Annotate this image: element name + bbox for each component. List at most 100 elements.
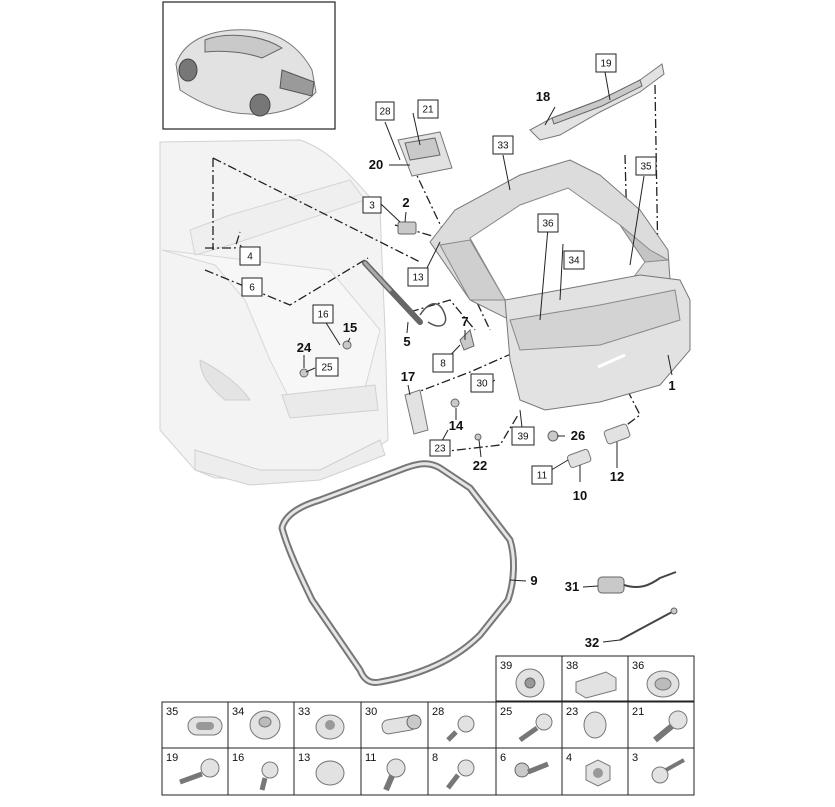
legend-pad-icon (575, 671, 617, 699)
seal-part (278, 460, 517, 686)
callout-6: 6 (241, 277, 263, 297)
svg-text:39: 39 (517, 432, 529, 443)
bumper-stop-parts (299, 340, 559, 442)
clip-part-7 (459, 329, 475, 351)
svg-text:11: 11 (537, 471, 548, 482)
legend-ball-stud-icon (514, 761, 549, 778)
svg-text:33: 33 (497, 141, 509, 152)
svg-text:28: 28 (379, 107, 391, 118)
svg-text:19: 19 (600, 59, 612, 70)
legend-label-19: 19 (166, 752, 178, 764)
legend-torx-bolt-icon (446, 759, 475, 790)
svg-text:25: 25 (321, 363, 333, 374)
callout-35: 35 (635, 156, 657, 176)
legend-oval-clip-icon (187, 716, 223, 736)
callout-21: 21 (417, 99, 439, 119)
svg-text:8: 8 (440, 359, 446, 370)
legend-label-25: 25 (500, 706, 512, 718)
legend-hex-nut-icon (585, 759, 611, 787)
car-body-outline (159, 139, 389, 486)
svg-text:16: 16 (317, 310, 329, 321)
callout-3: 3 (362, 196, 382, 214)
callout-13: 13 (407, 267, 429, 287)
legend-label-21: 21 (632, 706, 644, 718)
callout-16: 16 (312, 304, 334, 324)
legend-label-8: 8 (432, 752, 438, 764)
legend-cap-icon (249, 710, 281, 740)
callout-2: 2 (402, 195, 409, 210)
cover-part-17 (404, 389, 429, 435)
hinge-part (397, 221, 417, 235)
callout-12: 12 (610, 469, 624, 484)
legend-label-23: 23 (566, 706, 578, 718)
legend-label-28: 28 (432, 706, 444, 718)
legend-push-rivet-icon (653, 710, 688, 743)
callout-17: 17 (401, 369, 415, 384)
svg-text:39: 39 (500, 660, 512, 672)
tailgate-frame (429, 159, 671, 321)
callout-11: 11 (531, 465, 553, 485)
callout-25: 25 (315, 357, 339, 377)
svg-text:38: 38 (566, 660, 578, 672)
legend-screw-icon (651, 758, 685, 784)
legend-label-35: 35 (166, 706, 178, 718)
callout-33: 33 (492, 135, 514, 155)
legend-bolt-icon-25 (518, 713, 553, 743)
callout-15: 15 (343, 320, 357, 335)
gas-strut-part (362, 260, 423, 325)
svg-text:6: 6 (249, 283, 255, 294)
legend-pin-icon (381, 714, 422, 735)
legend-hex-bolt-icon (383, 758, 406, 792)
callout-36: 36 (537, 213, 559, 233)
legend-label-11: 11 (365, 752, 376, 764)
inset-car-thumbnail (162, 1, 336, 130)
tailgate-outer-panel (504, 274, 691, 411)
callout-20: 20 (369, 157, 383, 172)
legend-clip-bolt-icon (179, 758, 220, 785)
legend-label-4: 4 (566, 752, 572, 764)
legend-cell-39: 39 (495, 655, 563, 702)
switch-parts (566, 423, 631, 468)
legend-label-16: 16 (232, 752, 244, 764)
svg-text:30: 30 (476, 379, 488, 390)
legend-label-34: 34 (232, 706, 244, 718)
legend-row-bot: 19 16 13 11 8 6 4 3 (161, 747, 695, 796)
svg-text:36: 36 (542, 219, 554, 230)
callout-31: 31 (565, 579, 579, 594)
callout-26: 26 (571, 428, 585, 443)
svg-text:23: 23 (434, 444, 446, 455)
legend-dome-cap-icon (315, 760, 345, 786)
svg-text:21: 21 (422, 105, 434, 116)
svg-text:34: 34 (568, 256, 580, 267)
legend-label-33: 33 (298, 706, 310, 718)
legend-plug-icon (583, 711, 607, 739)
callout-9: 9 (530, 573, 537, 588)
legend-bolt-icon-28 (446, 715, 475, 742)
svg-text:13: 13 (412, 273, 424, 284)
legend-flange-bolt-icon (259, 761, 279, 791)
svg-text:3: 3 (369, 201, 375, 212)
legend-nut-icon (315, 714, 345, 740)
cable-parts (597, 571, 678, 641)
callout-28: 28 (375, 101, 395, 121)
legend-label-30: 30 (365, 706, 377, 718)
legend-label-3: 3 (632, 752, 638, 764)
legend-label-6: 6 (500, 752, 506, 764)
callout-18: 18 (536, 89, 550, 104)
svg-text:4: 4 (247, 252, 253, 263)
callout-34: 34 (563, 250, 585, 270)
svg-text:36: 36 (632, 660, 644, 672)
callout-14: 14 (449, 418, 464, 433)
legend-cell-36: 36 (627, 655, 695, 702)
bracket-part (397, 131, 453, 177)
callout-1: 1 (668, 378, 675, 393)
callout-8: 8 (432, 353, 454, 373)
legend-label-13: 13 (298, 752, 310, 764)
callout-32: 32 (585, 635, 599, 650)
callout-5: 5 (403, 334, 410, 349)
callout-23: 23 (429, 439, 451, 457)
callout-39: 39 (511, 426, 535, 446)
callout-7: 7 (461, 314, 468, 329)
wiring-harness-part (419, 303, 447, 327)
